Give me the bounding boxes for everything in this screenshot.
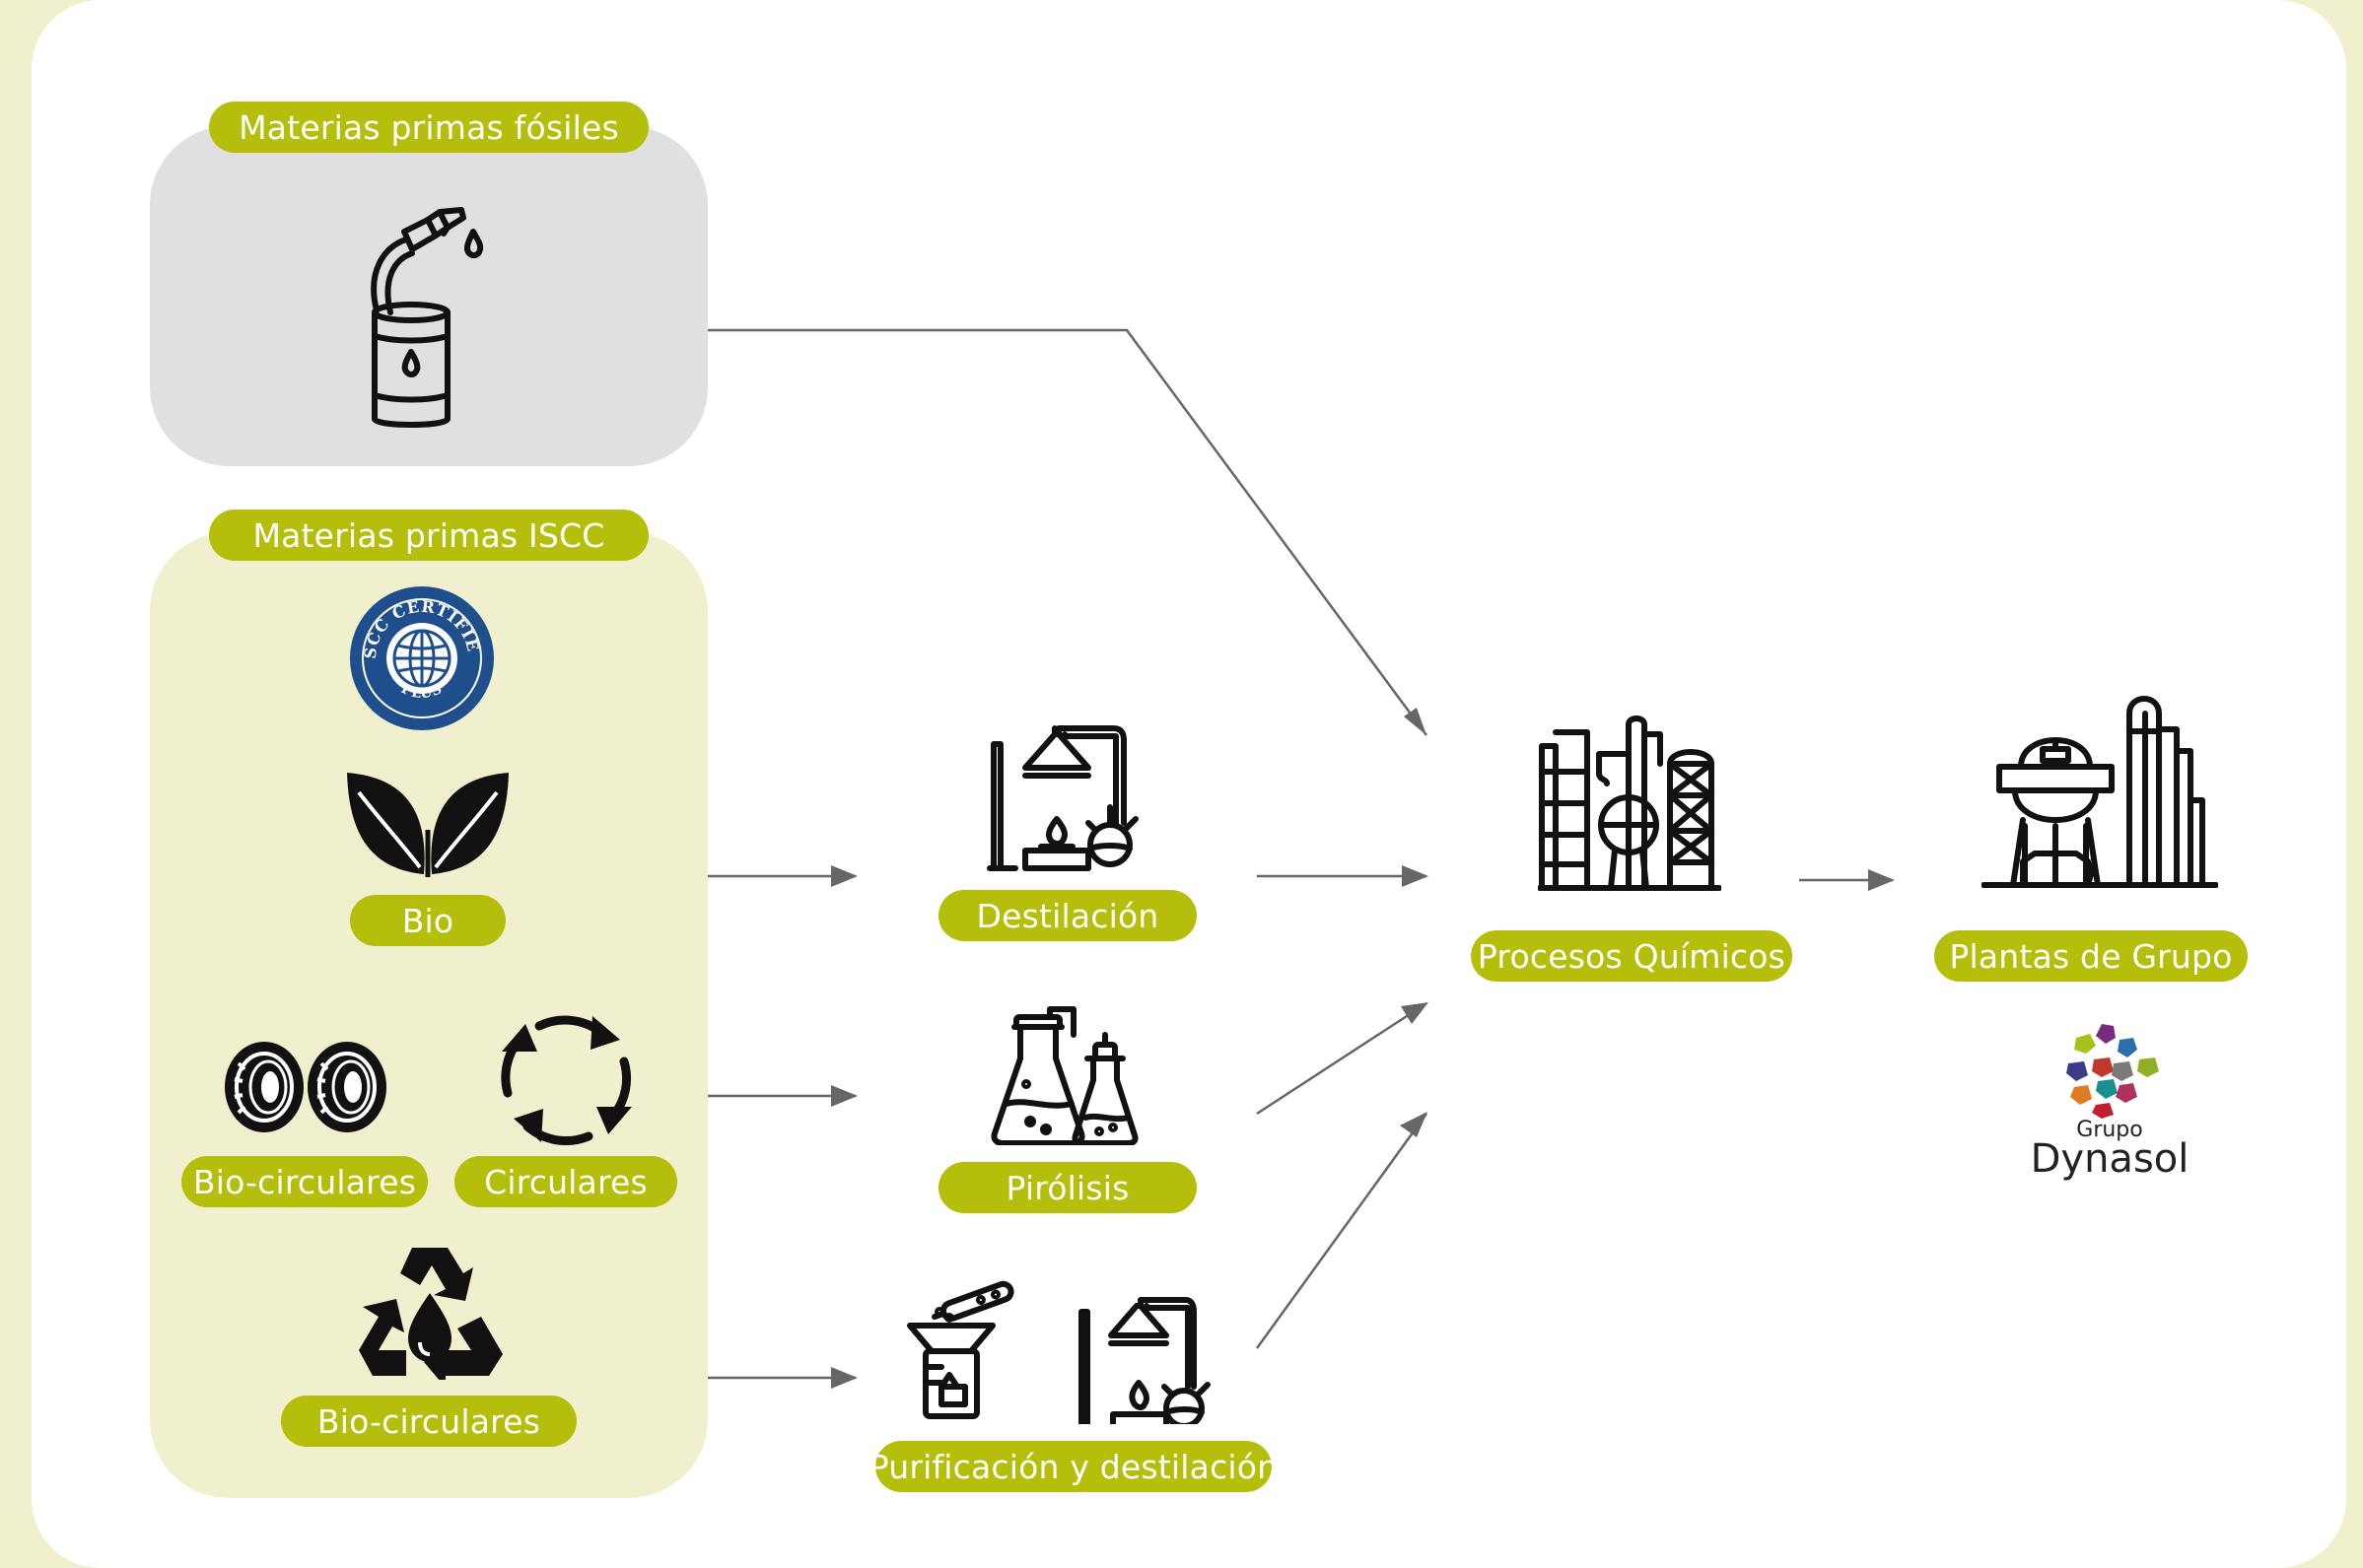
pirolisis-label: Pirólisis	[938, 1162, 1197, 1213]
arrowhead-destilacion	[1402, 865, 1428, 887]
arrowhead-pirolisis	[1401, 1002, 1428, 1024]
recycle-arrows-icon	[498, 1010, 636, 1148]
tires-icon	[225, 1040, 388, 1134]
fossil-panel	[150, 126, 708, 466]
recycle-oil-drop-icon	[355, 1244, 505, 1388]
circulares-label: Circulares	[454, 1156, 677, 1207]
chemical-plant-icon	[1537, 715, 1722, 892]
bio-circulares-label: Bio-circulares	[181, 1156, 428, 1207]
arrowhead-fossil	[1404, 708, 1426, 735]
plantas-de-grupo-label: Plantas de Grupo	[1934, 930, 2248, 982]
procesos-quimicos-label: Procesos Químicos	[1471, 930, 1792, 982]
arrowhead-circulares	[831, 1085, 858, 1107]
svg-text:PLUS: PLUS	[398, 681, 445, 702]
purificacion-label: Purificación y destilación	[869, 1441, 1278, 1492]
destilacion-label: Destilación	[938, 890, 1197, 941]
logo-dynasol-text: Dynasol	[2030, 1136, 2189, 1182]
logo-grupo-text: Grupo	[2076, 1118, 2143, 1142]
purification-distillation-icon	[902, 1276, 1227, 1435]
arrowhead-purificacion	[1400, 1112, 1427, 1137]
iscc-certified-plus-badge: ISCC CERTIFIED PLUS	[341, 570, 496, 732]
fossil-label: Materias primas fósiles	[209, 102, 649, 153]
fuel-nozzle-barrel-icon	[365, 202, 493, 429]
arrow-purificacion-to-chemical	[1255, 1113, 1428, 1349]
arrowhead-bio	[831, 865, 858, 887]
arrowhead-biocirc	[831, 1367, 858, 1389]
bio-circulares-label-2: Bio-circulares	[281, 1396, 577, 1447]
badge-bottom-text: PLUS	[398, 681, 444, 702]
iscc-label: Materias primas ISCC	[209, 510, 649, 561]
refinery-plant-icon	[1981, 692, 2219, 889]
pyrolysis-flasks-icon	[991, 1005, 1139, 1146]
arrow-pirolisis-to-chemical	[1256, 1001, 1427, 1116]
bio-label: Bio	[350, 895, 506, 946]
arrow-fossil-to-chemical	[708, 328, 1428, 736]
leaves-icon	[345, 771, 511, 877]
arrowhead-chemical	[1868, 869, 1895, 891]
dynasol-logo: Grupo Dynasol	[2011, 1020, 2208, 1188]
distillation-apparatus-icon	[986, 724, 1148, 872]
